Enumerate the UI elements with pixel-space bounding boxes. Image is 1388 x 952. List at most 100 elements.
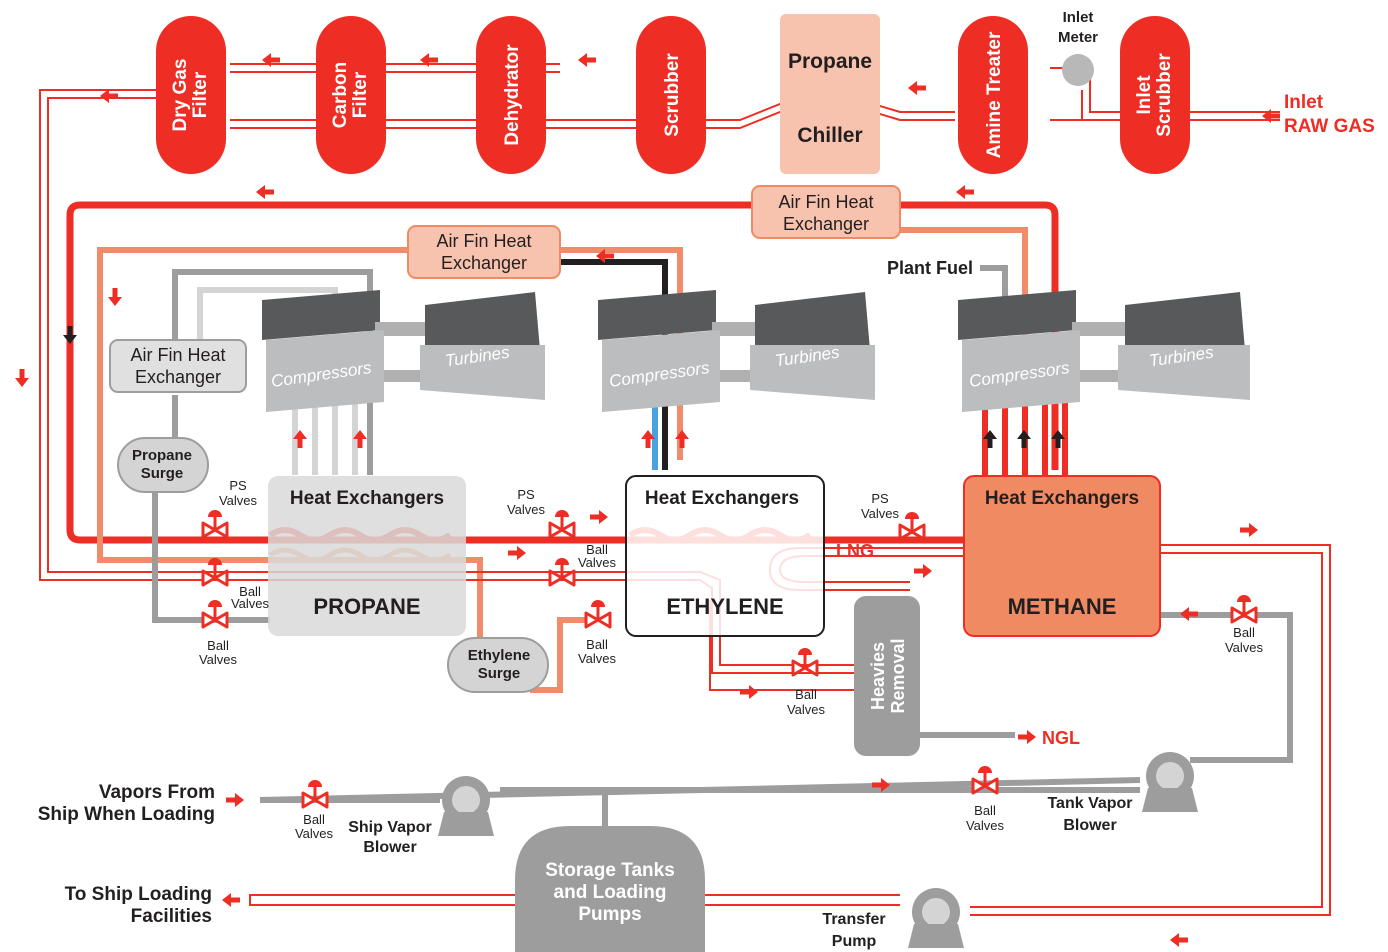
methane-exchanger-title: Heat Exchangers bbox=[985, 488, 1139, 509]
storage-label-1: Storage Tanks bbox=[545, 860, 675, 881]
ethylene-exchanger-title: Heat Exchangers bbox=[645, 488, 799, 509]
dry-gas-filter-label-1: Dry Gas bbox=[170, 59, 191, 132]
storage-label-2: and Loading bbox=[554, 882, 667, 903]
carbon-filter: Carbon Filter bbox=[316, 16, 386, 174]
valve-label-1: Ball bbox=[303, 812, 325, 827]
ngl-arrow-icon bbox=[1018, 730, 1036, 744]
storage-area: Vapors From Ship When Loading Ship Vapor… bbox=[38, 751, 1199, 952]
air-fin-mid-label-2: Exchanger bbox=[441, 253, 527, 273]
flow-arrow-icon bbox=[256, 185, 274, 199]
tank-blower-label-2: Blower bbox=[1063, 817, 1116, 834]
vapors-label-2: Ship When Loading bbox=[38, 804, 215, 825]
methane-train: Compressors Turbines bbox=[958, 290, 1250, 412]
heavies-label-2: Removal bbox=[888, 638, 908, 713]
dehydrator-label: Dehydrator bbox=[502, 44, 523, 146]
to-ship-arrow-icon bbox=[222, 893, 240, 907]
valve-label-1: Ball bbox=[586, 637, 608, 652]
flow-arrow-icon bbox=[15, 369, 29, 387]
flow-arrow-icon bbox=[914, 564, 932, 578]
heavies-removal: Heavies Removal bbox=[854, 596, 920, 756]
flow-arrow-icon bbox=[1240, 523, 1258, 537]
scrubber-label: Scrubber bbox=[662, 53, 683, 137]
valve-label-2: Valves bbox=[1225, 640, 1264, 655]
flow-arrow-icon bbox=[508, 546, 526, 560]
valve-label-1: PS bbox=[871, 491, 889, 506]
vapors-arrow-icon bbox=[226, 793, 244, 807]
ship-blower-label-2: Blower bbox=[363, 839, 416, 856]
scrubber: Scrubber bbox=[636, 16, 706, 174]
storage-tanks bbox=[515, 826, 705, 952]
tank-vapor-blower-icon bbox=[1141, 751, 1199, 813]
propane-surge: Propane Surge bbox=[117, 437, 209, 493]
valve-label-1: Ball bbox=[1233, 625, 1255, 640]
raw-gas-label: RAW GAS bbox=[1284, 116, 1375, 137]
inlet-scrubber-label-2: Scrubber bbox=[1154, 53, 1175, 137]
chiller-label-bottom: Chiller bbox=[797, 124, 862, 147]
chiller-label-top: Propane bbox=[788, 50, 872, 73]
propane-exchanger: Heat Exchangers PROPANE bbox=[268, 476, 466, 636]
air-fin-mid: Air Fin Heat Exchanger bbox=[407, 225, 561, 279]
valve-label-2: Valves bbox=[787, 702, 826, 717]
propane-train: Compressors Turbines bbox=[262, 290, 545, 412]
raw-gas-pipe bbox=[1190, 111, 1280, 121]
pump-label-1: Transfer bbox=[822, 911, 885, 928]
valve-label-2: Valves bbox=[578, 555, 617, 570]
air-fin-left-label-1: Air Fin Heat bbox=[130, 345, 225, 365]
air-fin-mid-label-1: Air Fin Heat bbox=[436, 231, 531, 251]
valve-label-2: Valves bbox=[861, 506, 900, 521]
ethylene-surge: Ethylene Surge bbox=[447, 637, 549, 693]
ethylene-surge-label-1: Ethylene bbox=[468, 647, 531, 664]
ethylene-train: Compressors Turbines bbox=[598, 290, 875, 412]
ball-valve-icon bbox=[791, 646, 819, 677]
flow-arrow-icon bbox=[578, 53, 596, 67]
inlet-meter-label-2: Meter bbox=[1058, 29, 1098, 46]
ethylene-exchanger: Heat Exchangers ETHYLENE bbox=[625, 475, 825, 637]
valve-label-2: Valves bbox=[219, 493, 258, 508]
ngl-label: NGL bbox=[1042, 728, 1080, 748]
ethylene-label: ETHYLENE bbox=[666, 594, 783, 619]
methane-label: METHANE bbox=[1008, 594, 1117, 619]
air-fin-top-label-2: Exchanger bbox=[783, 214, 869, 234]
flow-arrow-icon bbox=[100, 89, 118, 103]
ethylene-loop-pipe bbox=[97, 247, 683, 640]
methane-loop-pipe bbox=[66, 201, 1059, 544]
flow-arrow-icon bbox=[1170, 933, 1188, 947]
pump-label-2: Pump bbox=[832, 933, 877, 950]
flow-arrow-icon bbox=[956, 185, 974, 199]
ship-vapor-blower-icon bbox=[437, 775, 495, 837]
flow-arrow-icon bbox=[740, 685, 758, 699]
storage-label-3: Pumps bbox=[578, 904, 641, 925]
propane-chiller: Propane Chiller bbox=[780, 14, 880, 174]
flow-arrow-icon bbox=[1180, 607, 1198, 621]
inlet-meter: Inlet Meter bbox=[1058, 9, 1098, 86]
dehydrator: Dehydrator bbox=[476, 16, 546, 174]
flow-arrow-icon bbox=[908, 81, 926, 95]
ps-valve-icon bbox=[548, 508, 576, 539]
methane-exchanger: Heat Exchangers METHANE bbox=[963, 475, 1161, 637]
vapors-label-1: Vapors From bbox=[99, 782, 215, 803]
valve-label-1: PS bbox=[517, 487, 535, 502]
pretreatment-row: Inlet Scrubber Amine Treater Propane Chi… bbox=[15, 9, 1375, 387]
lng-label: LNG bbox=[836, 541, 874, 561]
flow-arrow-icon bbox=[108, 288, 122, 306]
carbon-filter-label-2: Filter bbox=[350, 71, 371, 118]
plant-fuel-label: Plant Fuel bbox=[887, 258, 973, 278]
to-ship-label-2: Facilities bbox=[131, 906, 212, 927]
propane-surge-label-2: Surge bbox=[141, 465, 184, 482]
dry-gas-filter-label-2: Filter bbox=[190, 71, 211, 118]
valve-label-2: Valves bbox=[231, 596, 270, 611]
ball-valve-icon bbox=[584, 598, 612, 629]
amine-treater: Amine Treater bbox=[958, 16, 1028, 174]
air-fin-top-label-1: Air Fin Heat bbox=[778, 192, 873, 212]
valve-label-2: Valves bbox=[507, 502, 546, 517]
inlet-meter-label-1: Inlet bbox=[1063, 9, 1094, 26]
heavies-label-1: Heavies bbox=[868, 642, 888, 710]
valve-label-1: Ball bbox=[239, 584, 261, 599]
transfer-pump-icon bbox=[907, 887, 965, 949]
inlet-raw-gas: Inlet RAW GAS bbox=[1262, 92, 1375, 137]
valve-label-2: Valves bbox=[199, 652, 238, 667]
valve-label-2: Valves bbox=[578, 651, 617, 666]
air-fin-top: Air Fin Heat Exchanger bbox=[751, 185, 901, 239]
inlet-scrubber-label-1: Inlet bbox=[1134, 75, 1155, 115]
